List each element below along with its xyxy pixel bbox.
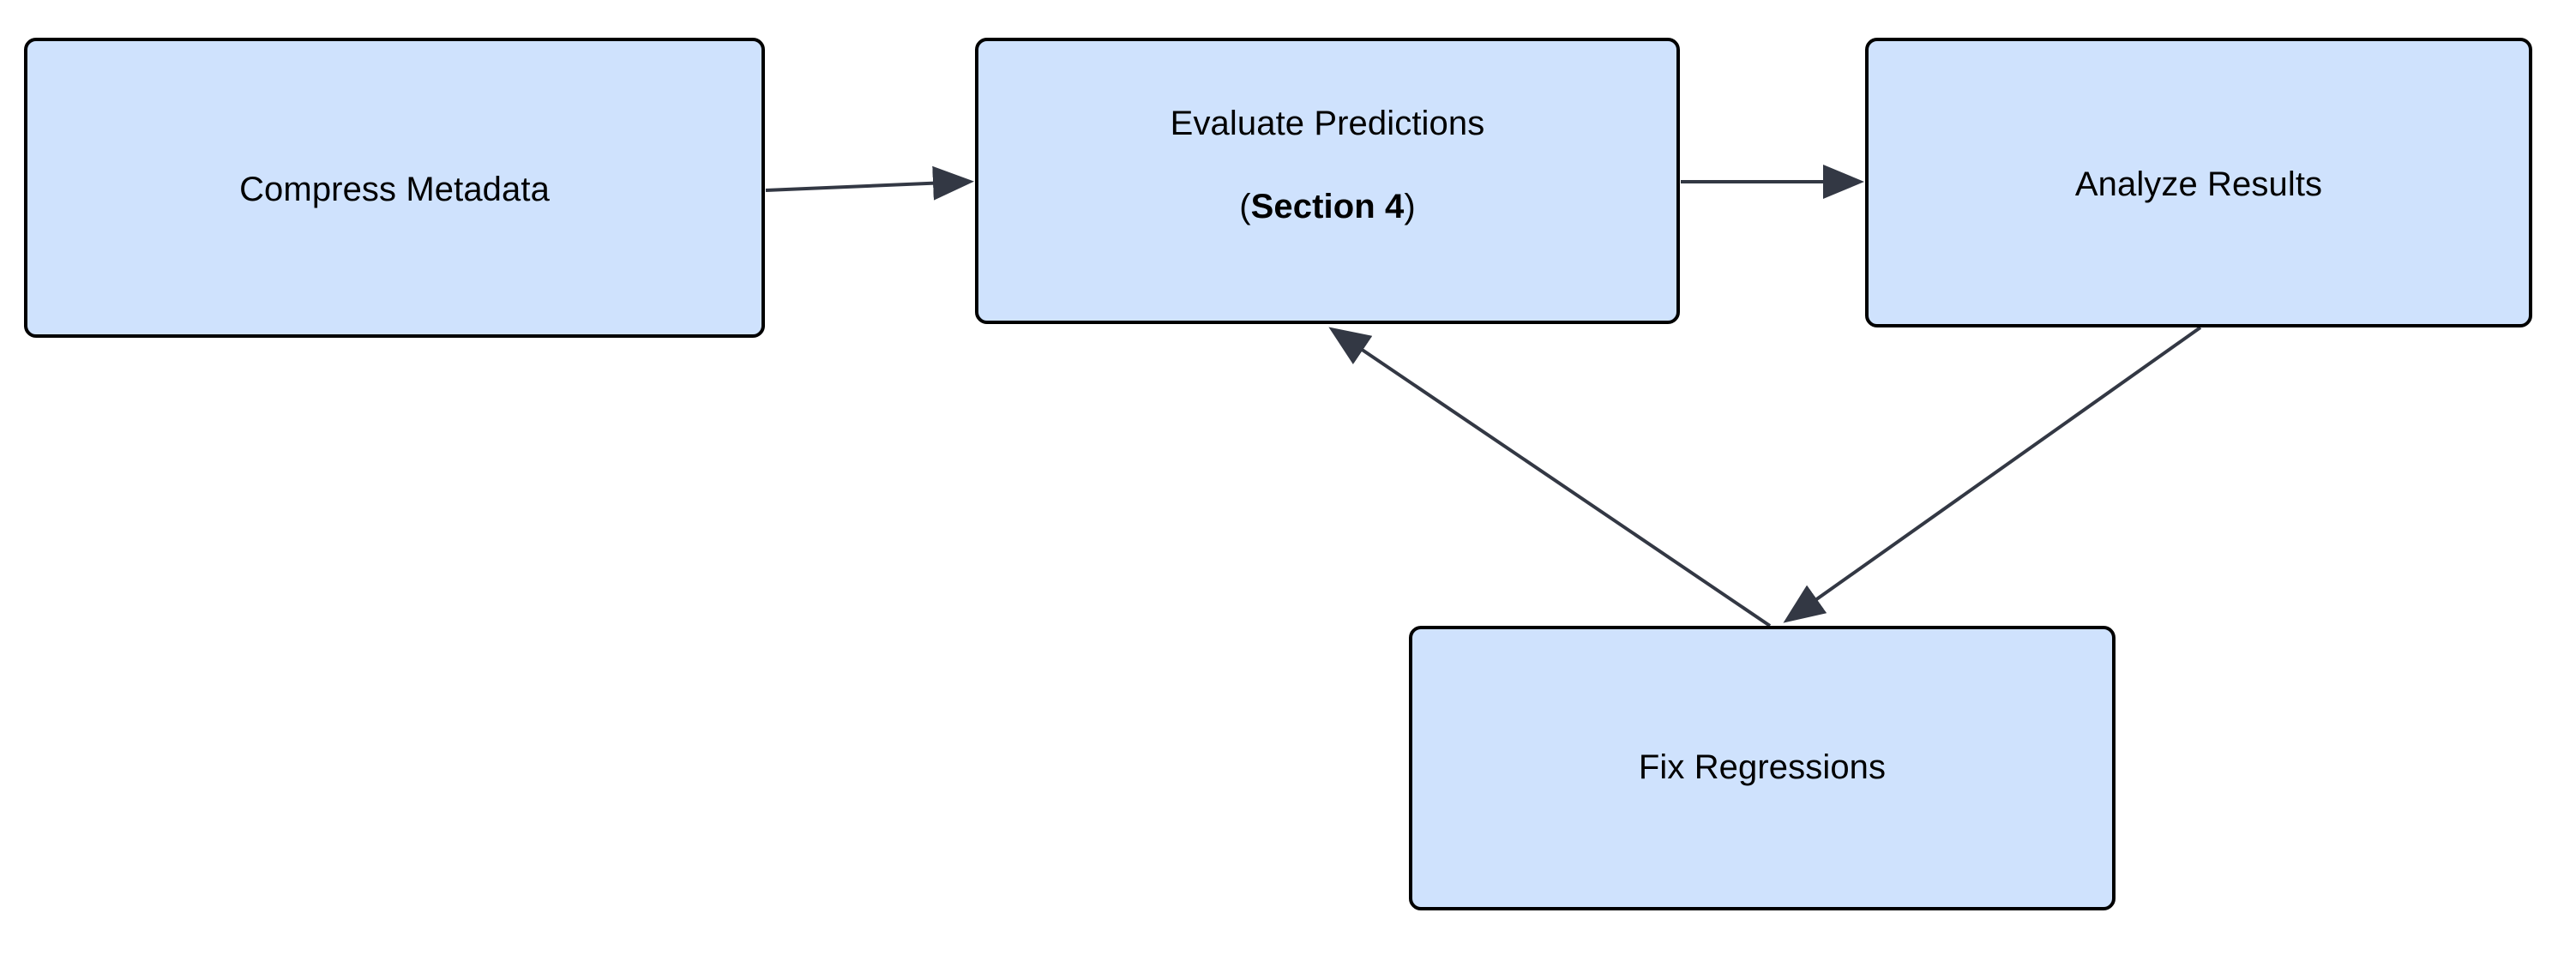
edge-fix-to-evaluate	[1328, 327, 1772, 628]
node-compress-metadata[interactable]: Compress Metadata	[24, 38, 765, 338]
node-evaluate-predictions-label: Evaluate Predictions (Section 4)	[1171, 61, 1485, 270]
node-compress-metadata-label: Compress Metadata	[239, 170, 550, 208]
edge-compress-to-evaluate	[765, 165, 974, 201]
node-evaluate-predictions-section-ref: (Section 4)	[1171, 186, 1485, 228]
section-reference-text: Section 4	[1250, 188, 1405, 226]
close-paren: )	[1404, 188, 1416, 226]
node-fix-regressions-label: Fix Regressions	[1638, 748, 1887, 786]
node-evaluate-predictions-title: Evaluate Predictions	[1170, 104, 1485, 142]
edge-analyze-to-fix	[1783, 326, 2202, 623]
open-paren: (	[1239, 188, 1251, 226]
node-evaluate-predictions[interactable]: Evaluate Predictions (Section 4)	[975, 38, 1680, 324]
node-fix-regressions[interactable]: Fix Regressions	[1409, 626, 2116, 910]
node-analyze-results-label: Analyze Results	[2074, 165, 2323, 203]
node-analyze-results[interactable]: Analyze Results	[1865, 38, 2532, 327]
